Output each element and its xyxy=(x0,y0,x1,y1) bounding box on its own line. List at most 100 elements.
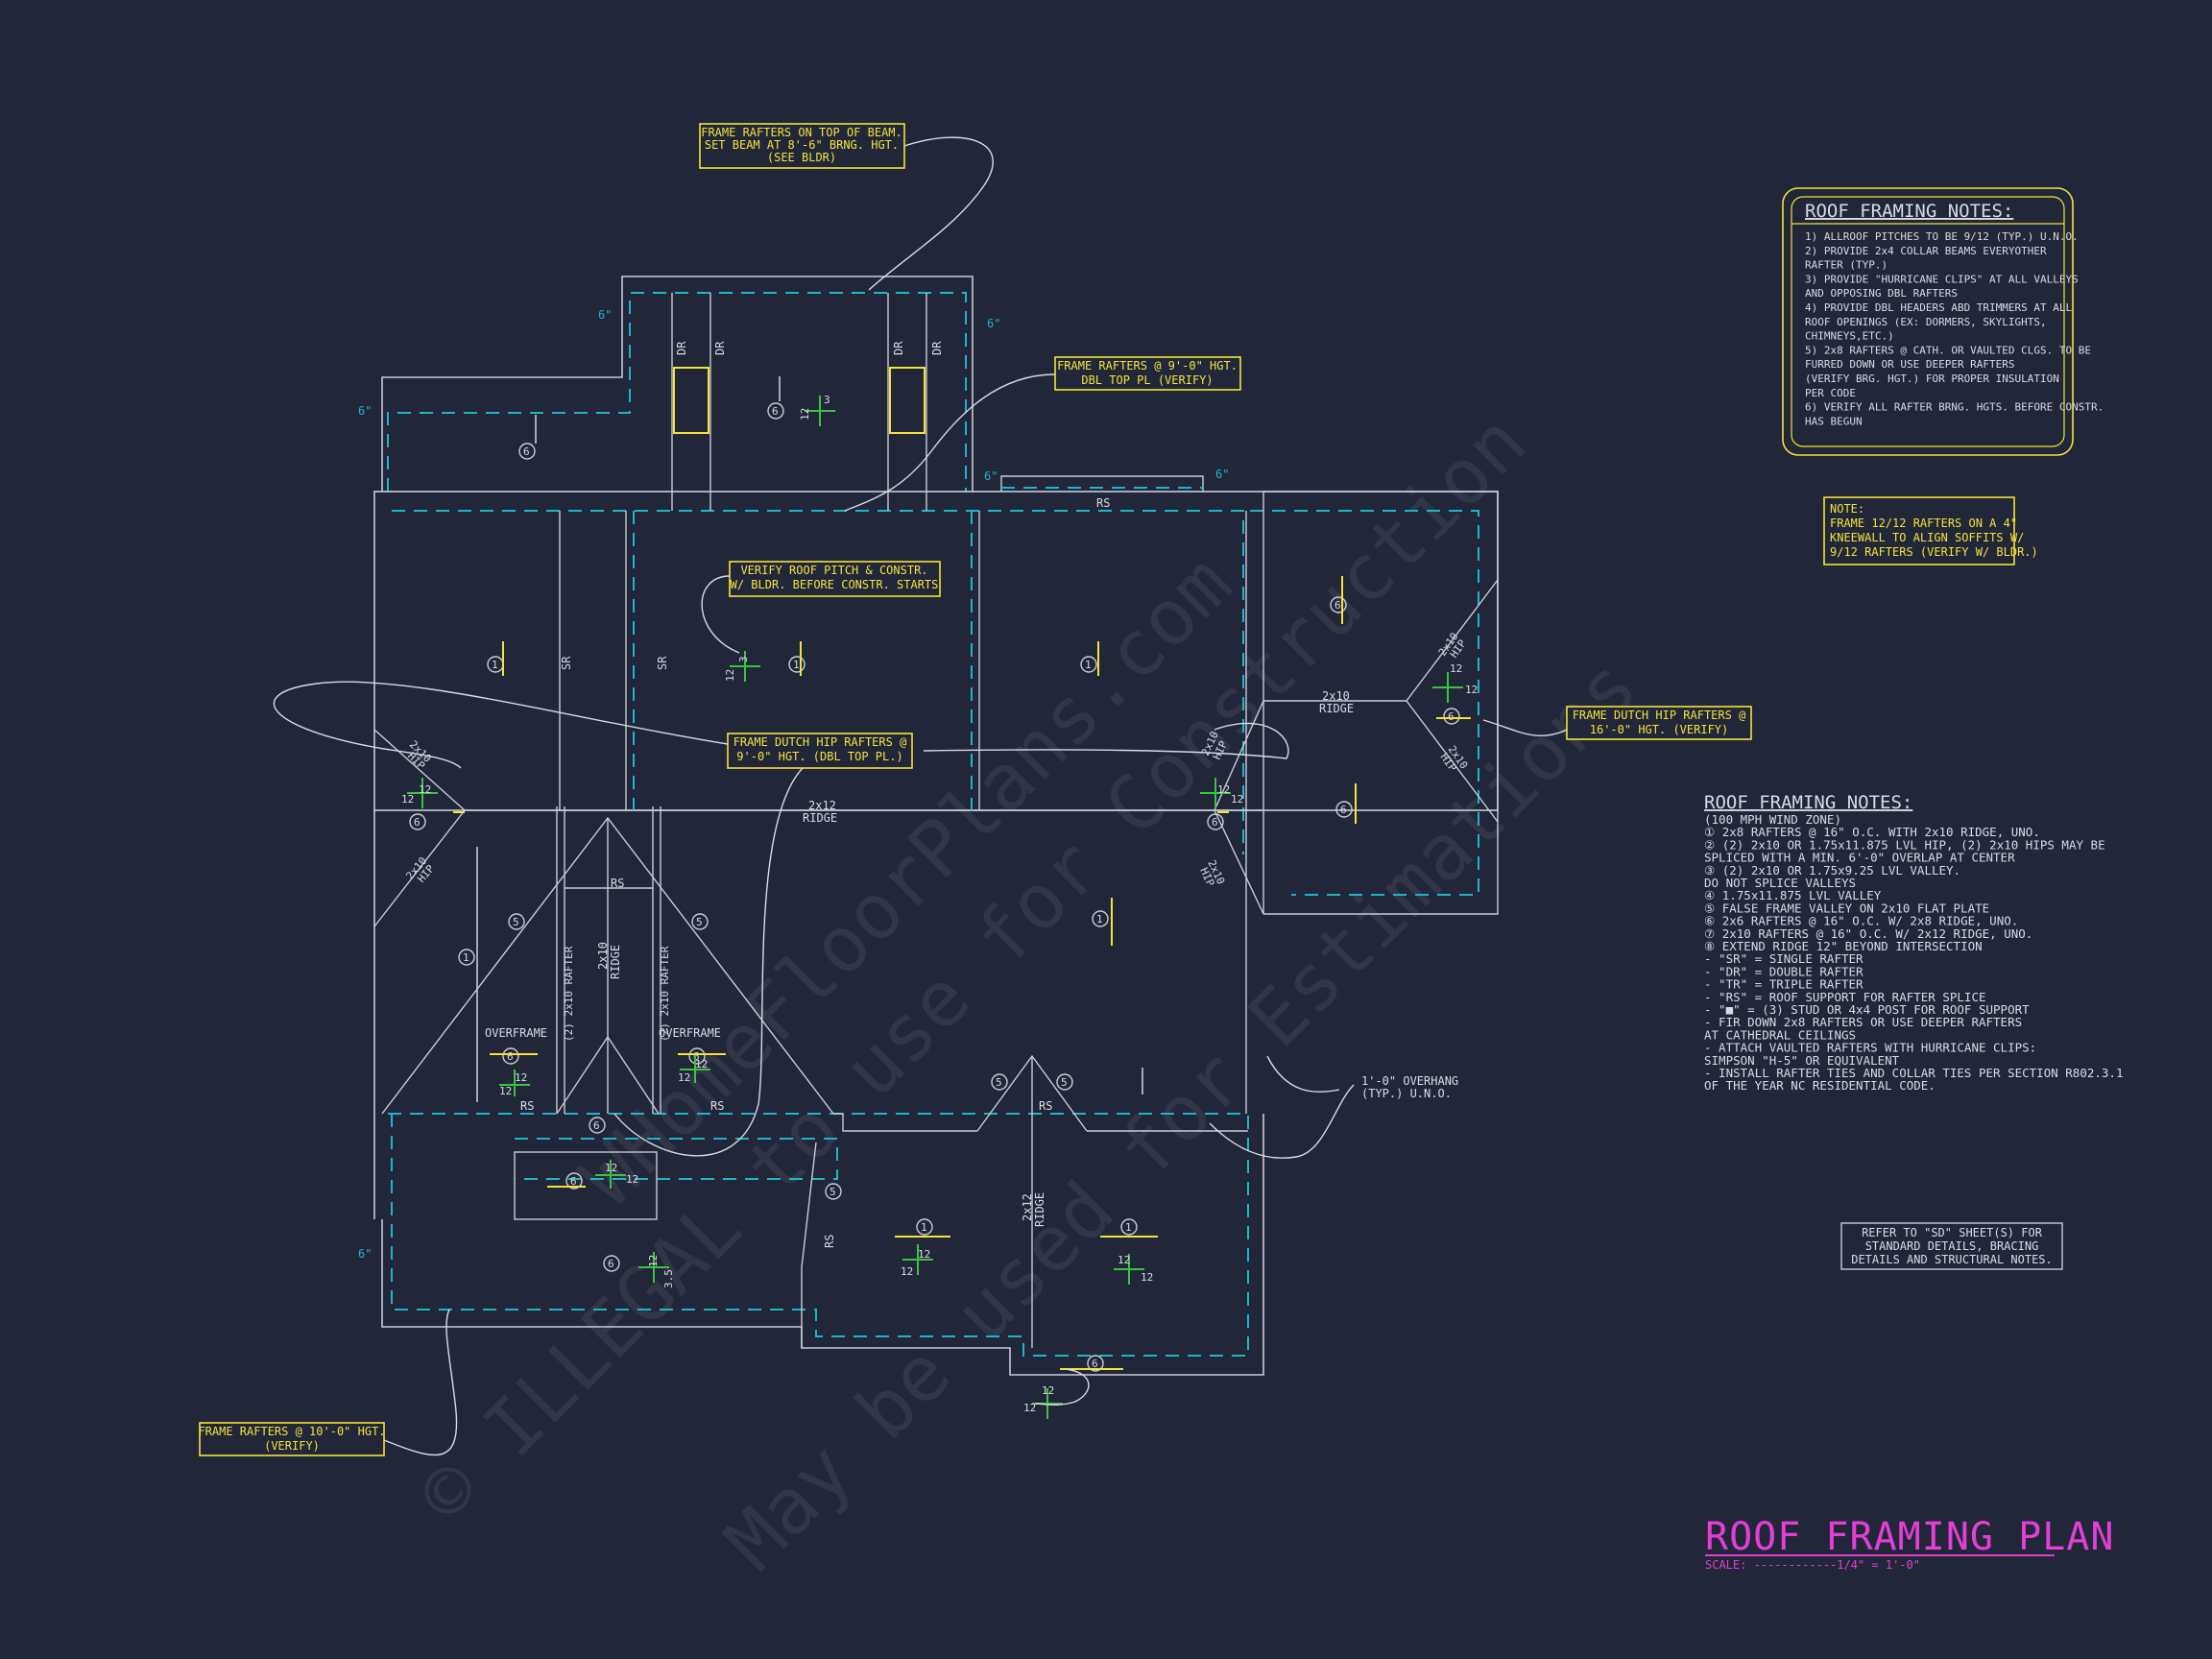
pitch-12-s: 12 xyxy=(1141,1271,1153,1284)
pitch-3.5: 3.5 xyxy=(662,1269,675,1288)
overhang-l1: 1'-0" OVERHANG xyxy=(1361,1074,1458,1088)
center-ridge-label: RIDGE xyxy=(1033,1192,1046,1227)
legend-line-3: ② (2) 2x10 OR 1.75x11.875 LVL HIP, (2) 2… xyxy=(1704,837,2105,852)
overframe-right: OVERFRAME xyxy=(659,1026,721,1040)
legend-line-10: ⑦ 2x10 RAFTERS @ 16" O.C. W/ 2x12 RIDGE,… xyxy=(1704,926,2032,941)
callout-dutch9-box xyxy=(727,733,913,769)
callout-dutch16-l2: 16'-0" HGT. (VERIFY) xyxy=(1590,723,1729,736)
refer-note: REFER TO "SD" SHEET(S) FOR STANDARD DETA… xyxy=(1840,1222,2063,1270)
callout-beam-l3: (SEE BLDR) xyxy=(767,151,836,164)
rs-label-right: RS xyxy=(710,1099,724,1113)
pitch-12-k: 12 xyxy=(695,1058,708,1070)
pitch-12-b: 12 xyxy=(724,669,736,682)
tag-1-b: 1 xyxy=(793,659,800,671)
roof-notes-line-9: 5) 2x8 RAFTERS @ CATH. OR VAULTED CLGS. … xyxy=(1805,344,2091,356)
main-eave-line xyxy=(392,510,1244,854)
legend-line-21: - INSTALL RAFTER TIES AND COLLAR TIES PE… xyxy=(1704,1066,2124,1080)
legend-line-4: SPLICED WITH A MIN. 6'-0" OVERLAP AT CEN… xyxy=(1704,851,2015,865)
pitch-3-b: 3 xyxy=(737,656,750,662)
callout-beam-box xyxy=(699,123,905,169)
rafter-label-right: (2) 2x10 RAFTER xyxy=(659,946,671,1042)
bottom-leader xyxy=(1034,1368,1090,1406)
center-ridge-size: 2x12 xyxy=(1021,1193,1034,1221)
legend-line-18: AT CATHEDRAL CEILINGS xyxy=(1704,1027,1856,1042)
callout-r10-box xyxy=(199,1422,385,1456)
callout-verify-l2: W/ BLDR. BEFORE CONSTR. STARTS xyxy=(731,578,939,591)
upper-wall-outline xyxy=(381,276,974,492)
callout-beam-l2: SET BEAM AT 8'-6" BRNG. HGT. xyxy=(705,138,899,152)
dim-6in-5: 6" xyxy=(1215,468,1229,481)
callout-verify-l1: VERIFY ROOF PITCH & CONSTR. xyxy=(740,564,927,577)
roof-notes-lines: 1) ALLROOF PITCHES TO BE 9/12 (TYP.) U.N… xyxy=(1805,230,2104,427)
dr-label-1: DR xyxy=(675,341,688,355)
pitch-12-q: 12 xyxy=(901,1265,913,1278)
overhang-l2: (TYP.) U.N.O. xyxy=(1361,1087,1452,1100)
legend-line-7: ④ 1.75x11.875 LVL VALLEY xyxy=(1704,888,1882,902)
callouts: FRAME RAFTERS ON TOP OF BEAM. SET BEAM A… xyxy=(198,123,1752,1456)
sheet-title: ROOF FRAMING PLAN xyxy=(1705,1515,2114,1559)
tag-6-e: 6 xyxy=(1340,804,1347,816)
roof-notes-line-7: ROOF OPENINGS (EX: DORMERS, SKYLIGHTS, xyxy=(1805,316,2047,328)
legend-lines: (100 MPH WIND ZONE)① 2x8 RAFTERS @ 16" O… xyxy=(1704,812,2124,1093)
tag-5-d: 5 xyxy=(1061,1076,1068,1089)
refer-l2: STANDARD DETAILS, BRACING xyxy=(1865,1239,2039,1253)
roof-notes-box: ROOF FRAMING NOTES: 1) ALLROOF PITCHES T… xyxy=(1782,187,2104,456)
roof-notes-line-13: 6) VERIFY ALL RAFTER BRNG. HGTS. BEFORE … xyxy=(1805,401,2104,414)
callout-verify-box xyxy=(729,561,941,597)
upper-eave-line xyxy=(387,292,967,492)
callout-dbltop-l2: DBL TOP PL (VERIFY) xyxy=(1081,373,1213,387)
pitch-12-d: 12 xyxy=(1465,684,1478,696)
callout-dutch16-l1: FRAME DUTCH HIP RAFTERS @ xyxy=(1573,709,1746,722)
callout-r10-l1: FRAME RAFTERS @ 10'-0" HGT. xyxy=(198,1425,385,1438)
legend-line-17: - FIR DOWN 2x8 RAFTERS OR USE DEEPER RAF… xyxy=(1704,1015,2022,1029)
title-block: ROOF FRAMING PLAN SCALE: ------------1/4… xyxy=(1705,1515,2114,1572)
callout-dutch9-l2: 9'-0" HGT. (DBL TOP PL.) xyxy=(736,750,902,763)
tag-1-g: 1 xyxy=(1125,1221,1132,1234)
roof-notes-line-1: 1) ALLROOF PITCHES TO BE 9/12 (TYP.) U.N… xyxy=(1805,230,2079,243)
callout-dutch9-leader-right xyxy=(923,722,1289,759)
roof-notes-line-8: CHIMNEYS,ETC.) xyxy=(1805,330,1894,343)
rafter-label-left: (2) 2x10 RAFTER xyxy=(563,946,575,1042)
tag-6-c: 6 xyxy=(1334,599,1341,612)
roof-notes-line-4: 3) PROVIDE "HURRICANE CLIPS" AT ALL VALL… xyxy=(1805,273,2079,285)
pitch-markers: 3 12 3 12 12 12 12 12 12 12 12 12 12 12 … xyxy=(401,394,1478,1419)
legend-line-11: ⑧ EXTEND RIDGE 12" BEYOND INTERSECTION xyxy=(1704,939,1983,953)
main-ridge-size: 2x12 xyxy=(808,799,836,812)
tag-1-f: 1 xyxy=(921,1221,927,1234)
dim-6in-2: 6" xyxy=(987,317,1000,330)
rs-label-center: RS xyxy=(1039,1099,1052,1113)
hip-left-top xyxy=(373,729,466,811)
inner-eave-line xyxy=(515,1138,838,1180)
skylight-left xyxy=(673,367,709,434)
pitch-12-o: 12 xyxy=(647,1255,660,1267)
legend-line-13: - "DR" = DOUBLE RAFTER xyxy=(1704,964,1863,978)
roof-notes-line-10: FURRED DOWN OR USE DEEPER RAFTERS xyxy=(1805,358,2015,371)
pitch-12-f: 12 xyxy=(401,793,414,805)
callout-verify-leader xyxy=(701,575,740,654)
bay-outline xyxy=(514,1151,658,1220)
rs-label-lower: RS xyxy=(823,1235,836,1248)
legend-line-9: ⑥ 2x6 RAFTERS @ 16" O.C. W/ 2x8 RIDGE, U… xyxy=(1704,914,2018,928)
tag-6-l: 6 xyxy=(608,1258,614,1270)
legend-line-1: (100 MPH WIND ZONE) xyxy=(1704,812,1841,827)
callout-r10-l2: (VERIFY) xyxy=(264,1439,320,1453)
plan-labels: DR DR DR DR SR SR RS RS RS RS RS RS 2x12… xyxy=(358,308,1478,1419)
pitch-12-g: 12 xyxy=(1217,783,1230,796)
legend-line-20: SIMPSON "H-5" OR EQUIVALENT xyxy=(1704,1053,1900,1068)
legend-line-19: - ATTACH VAULTED RAFTERS WITH HURRICANE … xyxy=(1704,1041,2036,1055)
pitch-12-e: 12 xyxy=(419,783,431,796)
pitch-12-r: 12 xyxy=(1118,1254,1130,1266)
callout-dutch9-l1: FRAME DUTCH HIP RAFTERS @ xyxy=(733,735,907,749)
callout-dbltop-leader xyxy=(844,373,1056,512)
pitch-12-p: 12 xyxy=(918,1248,930,1261)
tag-6-b: 6 xyxy=(772,405,779,418)
dr-label-3: DR xyxy=(892,341,905,355)
callout-dbltop-l1: FRAME RAFTERS @ 9'-0" HGT. xyxy=(1057,359,1238,373)
legend-line-14: - "TR" = TRIPLE RAFTER xyxy=(1704,977,1863,992)
lower-wall-outline xyxy=(373,810,1264,1376)
dr-label-4: DR xyxy=(930,341,944,355)
tag-6-g: 6 xyxy=(1212,816,1218,829)
pitch-12-i: 12 xyxy=(515,1071,527,1084)
dr-label-2: DR xyxy=(713,341,727,355)
callout-dutch16-box xyxy=(1566,706,1752,740)
